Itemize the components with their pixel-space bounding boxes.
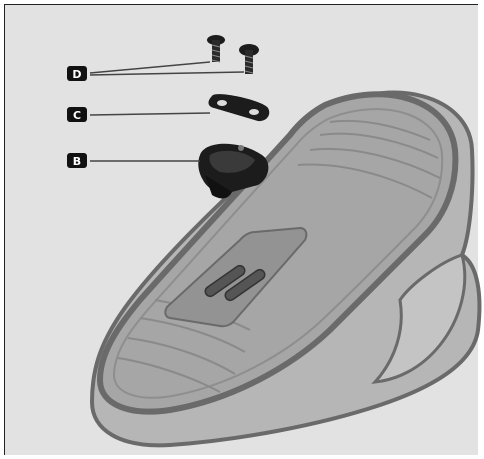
shoe [92,93,479,446]
callout-C: C [67,107,87,122]
part-screws [207,35,259,74]
callout-D: D [67,66,87,81]
callout-label-D: D [72,68,81,81]
part-washer-plate [209,94,270,121]
callout-label-B: B [73,155,81,168]
callout-B: B [67,153,87,168]
callout-label-C: C [73,109,81,122]
